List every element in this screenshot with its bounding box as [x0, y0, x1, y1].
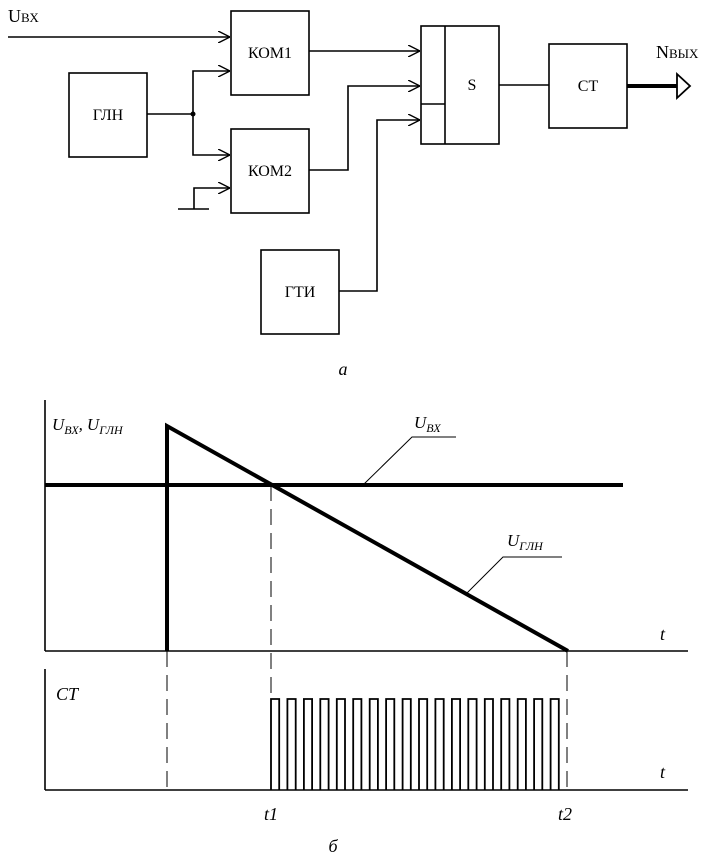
glin-label: ГЛН [93, 107, 124, 124]
callout-uvx-leader [362, 436, 456, 486]
gti-label: ГТИ [285, 284, 316, 301]
kom2-label: КОМ2 [248, 163, 292, 180]
t-label-top: t [660, 624, 666, 644]
bottom-axis-label: СТ [56, 684, 80, 704]
glin-to-kom1 [192, 71, 230, 114]
timing-diagram: UВХ,UГЛН t UВХ UГЛН СТ t t1 t2 б [44, 400, 688, 856]
callout-uglin-leader [465, 556, 562, 595]
gti-to-and [339, 120, 420, 292]
top-axis-label: UВХ,UГЛН [52, 415, 124, 437]
ground-to-kom2 [193, 188, 230, 209]
caption-b: б [328, 836, 338, 856]
block-diagram: UВХ ГЛН КОМ1 КОМ2 ГТИ S СТ [8, 6, 699, 379]
t2-label: t2 [558, 804, 572, 824]
and-gate-block [420, 25, 500, 145]
kom1-label: КОМ1 [248, 45, 292, 62]
kom2-block [230, 128, 310, 214]
output-label: NВЫХ [656, 42, 699, 62]
kom2-to-and [309, 86, 420, 171]
output-bus-arrow [676, 71, 692, 101]
input-label: UВХ [8, 6, 39, 26]
callout-uvx: UВХ [414, 413, 441, 435]
callout-uglin: UГЛН [507, 531, 544, 553]
caption-a: а [339, 359, 348, 379]
gti-block [260, 249, 340, 335]
counter-label: СТ [578, 78, 599, 95]
glin-block [68, 72, 148, 158]
t1-label: t1 [264, 804, 278, 824]
counter-pulse-train [270, 698, 560, 790]
kom1-block [230, 10, 310, 96]
uglin-ramp [165, 422, 569, 653]
glin-to-kom2 [192, 114, 230, 155]
and-gate-label: S [468, 77, 477, 94]
t-label-bottom: t [660, 762, 666, 782]
